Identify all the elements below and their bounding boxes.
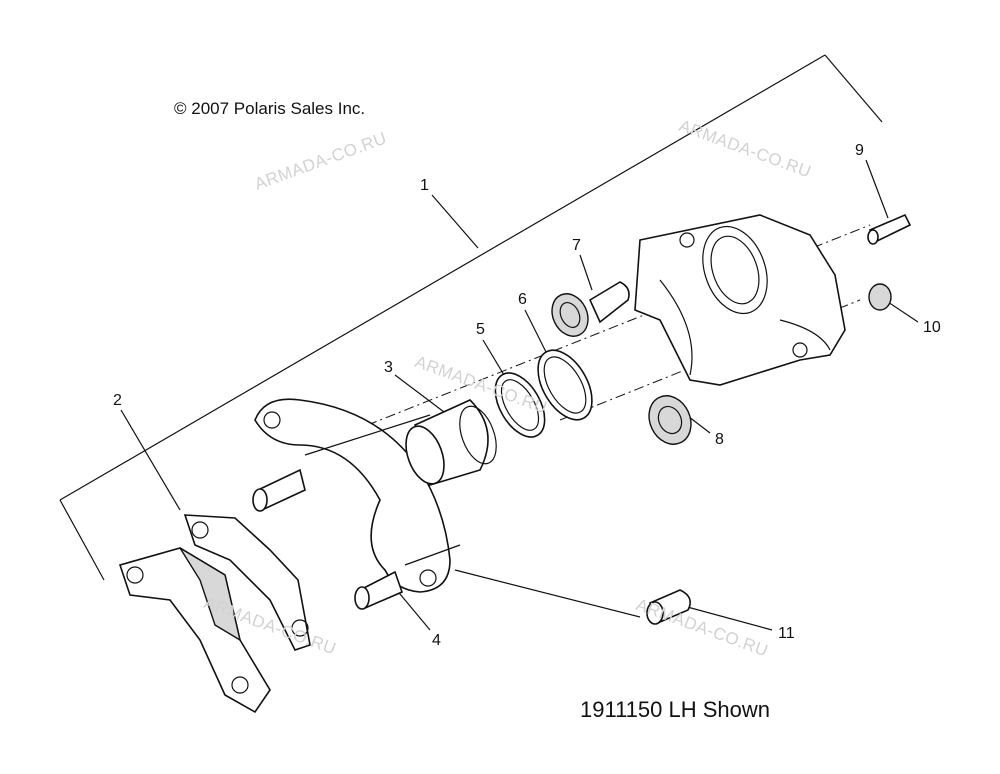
callout-8: 8: [715, 431, 724, 448]
copyright-notice: © 2007 Polaris Sales Inc.: [174, 99, 366, 118]
callout-1: 1: [420, 177, 429, 194]
caliper-body: [634, 214, 846, 386]
mounting-bolt: [646, 589, 691, 625]
callout-11: 11: [778, 625, 795, 642]
piston: [405, 399, 497, 487]
leader-lines: [120, 159, 919, 631]
callout-4: 4: [432, 632, 441, 649]
caliper-bracket: [252, 398, 461, 610]
callout-2: 2: [113, 392, 122, 409]
callout-9: 9: [855, 142, 864, 159]
callout-10: 10: [923, 319, 941, 336]
callout-labels: 1 2 3 4 5 6 7 8 9 10 11: [113, 142, 941, 649]
boot: [648, 395, 692, 445]
brake-pad-outer: [183, 514, 311, 651]
callout-3: 3: [384, 359, 393, 376]
callout-5: 5: [476, 321, 485, 338]
callout-6: 6: [518, 291, 527, 308]
bleeder-valve: [867, 213, 912, 245]
diagram-caption: 1911150 LH Shown: [580, 697, 770, 722]
slide-pin-with-boot: [551, 281, 630, 337]
dust-seal: [537, 349, 593, 421]
brake-pad-inner: [118, 547, 271, 714]
bleeder-cap: [868, 283, 892, 311]
callout-7: 7: [572, 237, 581, 254]
piston-seal: [494, 372, 546, 438]
assembly-bracket: [59, 54, 883, 581]
